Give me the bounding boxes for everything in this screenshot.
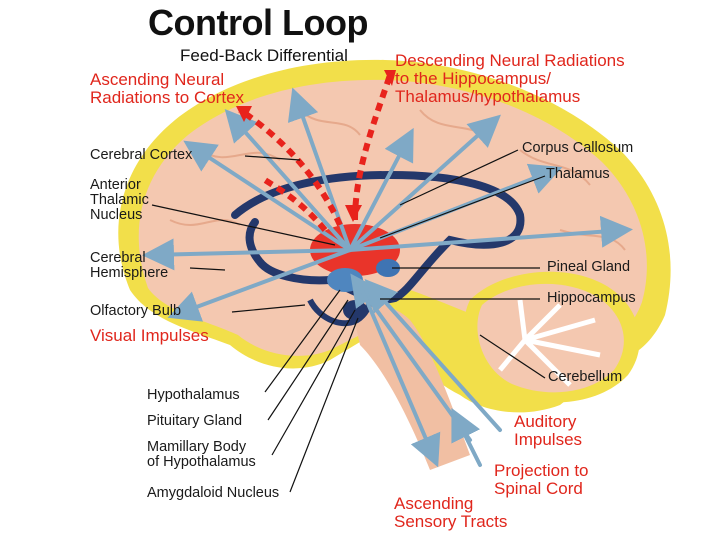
cerebellum-inner — [477, 283, 624, 393]
label-olfactory-bulb: Olfactory Bulb — [90, 303, 182, 319]
page-title: Control Loop — [148, 2, 368, 43]
label-thalamus: Thalamus — [546, 166, 610, 182]
label-descending-radiations: Descending Neural Radiations to the Hipp… — [395, 51, 625, 106]
label-ascending-radiations: Ascending Neural Radiations to Cortex — [90, 70, 245, 107]
label-hypothalamus: Hypothalamus — [147, 387, 240, 403]
label-anterior-thalamic: Anterior Thalamic Nucleus — [90, 177, 149, 224]
cerebellum-white-matter — [498, 299, 601, 387]
pineal-area — [376, 259, 400, 277]
label-auditory-impulses: Auditory Impulses — [514, 412, 583, 449]
label-pituitary-gland: Pituitary Gland — [147, 413, 243, 429]
label-mamillary-body: Mamillary Body of Hypothalamus — [147, 439, 256, 471]
label-pineal-gland: Pineal Gland — [547, 259, 631, 275]
label-corpus-callosum: Corpus Callosum — [522, 140, 634, 156]
subtitle: Feed-Back Differential — [180, 46, 348, 65]
brainstem — [350, 300, 470, 470]
feedback-dashed-arrows — [238, 74, 393, 232]
label-cerebral-cortex: Cerebral Cortex — [90, 147, 193, 163]
label-visual-impulses: Visual Impulses — [90, 326, 209, 345]
label-amygdaloid-nucleus: Amygdaloid Nucleus — [147, 485, 280, 501]
leader-lines — [151, 149, 546, 493]
label-hippocampus: Hippocampus — [547, 290, 636, 306]
label-cerebellum: Cerebellum — [548, 369, 623, 385]
arrowhead-down — [345, 205, 362, 222]
label-ascending-sensory-tracts: Ascending Sensory Tracts — [394, 494, 508, 531]
arrowhead-up — [384, 70, 396, 86]
hypothalamus-area — [327, 268, 363, 292]
label-cerebral-hemisphere: Cerebral Hemisphere — [90, 250, 169, 282]
arrowhead-up-left — [236, 106, 252, 122]
label-projection-spinal-cord: Projection to Spinal Cord — [494, 461, 589, 498]
